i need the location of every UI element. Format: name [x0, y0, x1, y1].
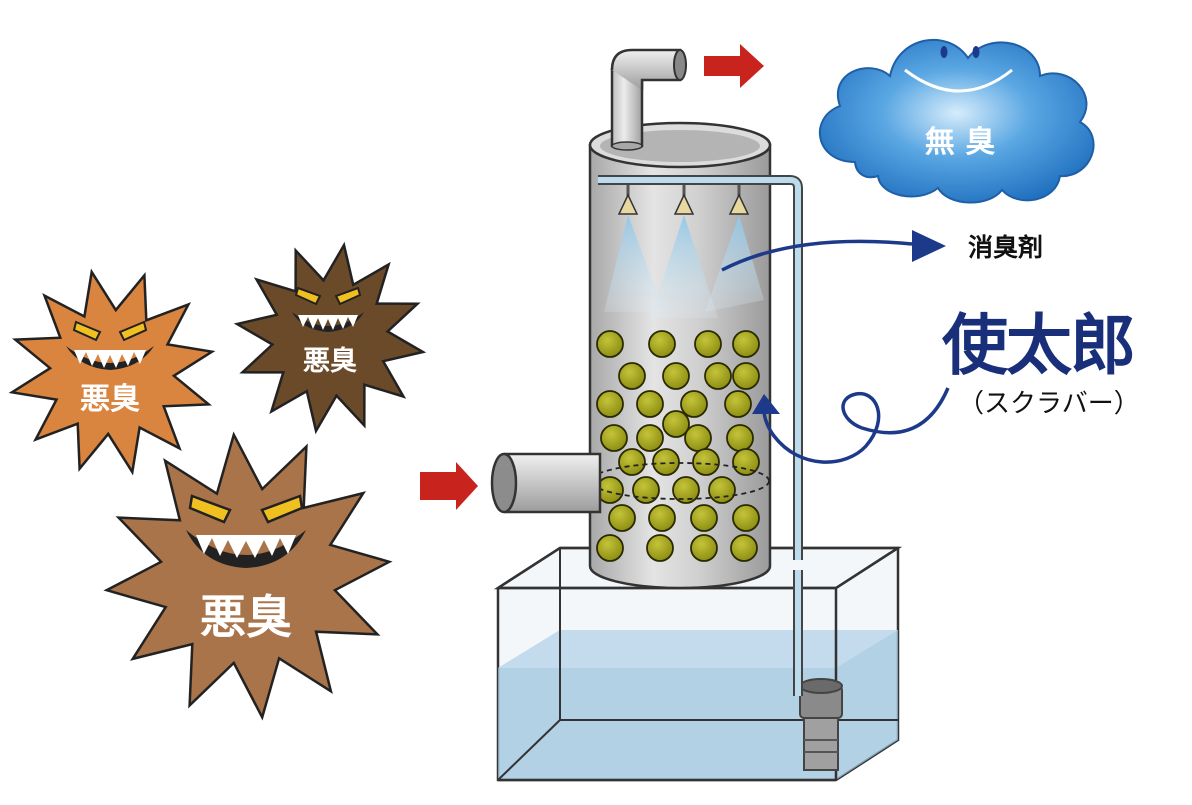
- packing-ball: [662, 362, 690, 390]
- odorless-cloud: 無 臭: [818, 38, 1095, 204]
- flow-arrow-icon: [762, 387, 950, 464]
- packing-ball: [708, 476, 736, 504]
- packing-ball: [732, 504, 760, 532]
- packing-ball: [662, 410, 690, 438]
- inlet-arrow-icon: [420, 462, 478, 510]
- packing-media: [596, 330, 760, 562]
- odorless-label: 無 臭: [925, 125, 995, 160]
- packing-ball: [694, 330, 722, 358]
- flow-arrow-icon: [721, 239, 913, 272]
- packing-ball: [704, 362, 732, 390]
- packing-ball: [636, 424, 664, 452]
- packing-ball: [636, 390, 664, 418]
- packing-ball: [680, 390, 708, 418]
- angry-odor-face-icon: [233, 241, 427, 435]
- packing-ball: [618, 362, 646, 390]
- packing-ball: [648, 330, 676, 358]
- odor-monster-large: 悪臭: [103, 431, 393, 721]
- packing-ball: [646, 534, 674, 562]
- packing-ball: [618, 448, 646, 476]
- angry-odor-face-icon: [8, 268, 216, 476]
- inlet-pipe: [490, 452, 602, 514]
- spray-nozzle-icon: [728, 185, 750, 215]
- packing-ball: [596, 330, 624, 358]
- deodorant-label: 消臭剤: [968, 233, 1044, 262]
- smiling-cloud-icon: [818, 38, 1095, 204]
- packing-ball: [672, 476, 700, 504]
- product-subtitle: （スクラバー）: [958, 389, 1140, 419]
- spray-nozzle-icon: [617, 185, 639, 215]
- packing-ball: [732, 362, 760, 390]
- packing-ball: [652, 448, 680, 476]
- spray-nozzle-icon: [673, 185, 695, 215]
- odor-monster-dark: 悪臭: [233, 241, 427, 435]
- packing-ball: [690, 534, 718, 562]
- packing-ball: [726, 424, 754, 452]
- packing-ball: [730, 534, 758, 562]
- packing-ball: [596, 534, 624, 562]
- packing-ball: [732, 330, 760, 358]
- packing-ball: [692, 448, 720, 476]
- packing-ball: [608, 504, 636, 532]
- packing-ball: [632, 476, 660, 504]
- packing-ball: [724, 390, 752, 418]
- packing-ball: [684, 424, 712, 452]
- odor-label: 悪臭: [200, 590, 292, 644]
- product-name: 使太郎: [942, 307, 1136, 384]
- packing-ball: [600, 424, 628, 452]
- packing-ball: [648, 504, 676, 532]
- packing-ball: [732, 448, 760, 476]
- angry-odor-face-icon: [103, 431, 393, 721]
- odor-label: 悪臭: [303, 346, 357, 377]
- odor-monster-orange: 悪臭: [8, 268, 216, 476]
- packing-ball: [690, 504, 718, 532]
- odor-label: 悪臭: [80, 382, 140, 417]
- packing-ball: [596, 390, 624, 418]
- scrubber-tower: [588, 48, 803, 696]
- outlet-arrow-icon: [704, 44, 764, 88]
